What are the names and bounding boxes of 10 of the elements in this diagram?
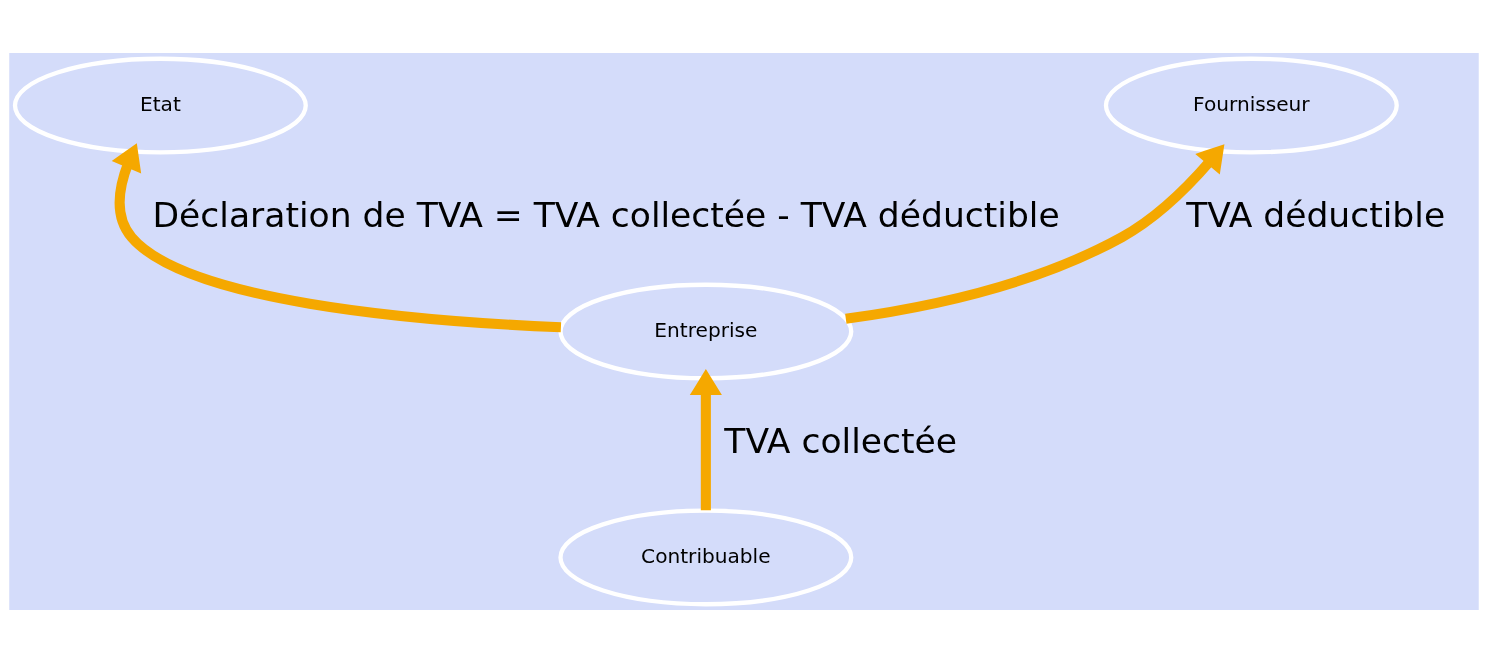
edge-label: Déclaration de TVA = TVA collectée - TVA déductible [152,194,1060,235]
edge-label: TVA collectée [724,420,958,461]
arrow [689,368,722,510]
node-ellipse: Fournisseur [1103,56,1399,154]
node-ellipse: Etat [12,56,308,154]
node-ellipse: Entreprise [558,282,854,380]
arrow [111,142,562,332]
arrow [845,143,1225,324]
edge-label: TVA déductible [1186,194,1446,235]
node-ellipse: Contribuable [558,508,854,606]
